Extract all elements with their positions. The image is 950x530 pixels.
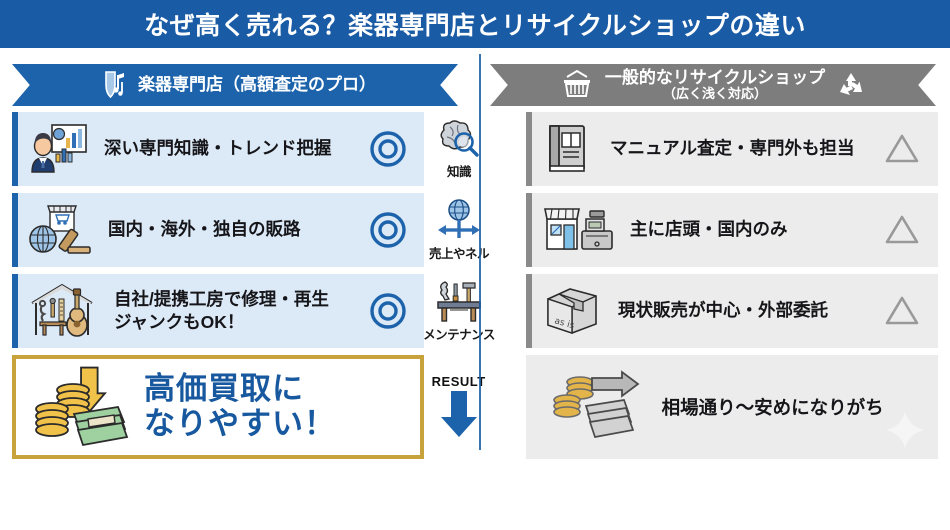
right-feature-card: マニュアル査定・専門外も担当 — [526, 112, 938, 186]
left-feature-text: 国内・海外・独自の販路 — [108, 219, 301, 240]
right-rating-mark — [882, 293, 938, 329]
column-headers: 楽器専門店（高額査定のプロ） 一般的なリサイクルショップ （広く浅く対応） — [12, 58, 938, 112]
center-axis-item: 知識 — [426, 118, 492, 180]
right-header-sub: （広く浅く対応） — [662, 86, 767, 102]
manual-book-icon — [542, 121, 596, 177]
left-rating-mark — [368, 210, 424, 250]
left-header-label: 楽器専門店（高額査定のプロ） — [138, 75, 376, 95]
globe-shop-gavel-icon — [28, 201, 94, 259]
as-is-box-icon: as is — [542, 283, 604, 339]
coins-flat-money-icon — [552, 370, 648, 444]
left-feature-card: 国内・海外・独自の販路 — [12, 193, 424, 267]
title-bar: なぜ高く売れる？楽器専門店とリサイクルショップの違い — [0, 0, 950, 48]
left-rating-mark — [368, 291, 424, 331]
left-feature-card: 深い専門知識・トレンド把握 — [12, 112, 424, 186]
left-column-header: 楽器専門店（高額査定のプロ） — [12, 64, 458, 106]
recycle-icon — [835, 70, 867, 100]
left-feature-card: 自社/提携工房で修理・再生 ジャンクもOK！ — [12, 274, 424, 348]
page-title: なぜ高く売れる？楽器専門店とリサイクルショップの違い — [144, 12, 806, 40]
comparison-board: 楽器専門店（高額査定のプロ） 一般的なリサイクルショップ （広く浅く対応） — [0, 48, 950, 530]
right-feature-text: 現状販売が中心・外部委託 — [618, 300, 828, 321]
left-feature-text: 深い専門知識・トレンド把握 — [104, 138, 332, 159]
result-right-card: 相場通り〜安めになりがち — [525, 355, 938, 459]
result-right-text: 相場通り〜安めになりがち — [661, 397, 884, 418]
sparkle-icon — [884, 409, 926, 451]
result-left-text: 高価買取に なりやすい！ — [144, 371, 336, 441]
center-axis-item: 売上やネル — [426, 198, 492, 262]
workbench-tools-icon — [432, 279, 486, 323]
center-axis-label: 売上やネル — [428, 247, 490, 261]
basket-icon — [559, 69, 595, 101]
down-arrow-icon — [437, 389, 481, 441]
right-rating-mark — [882, 131, 938, 167]
right-header-label: 一般的なリサイクルショップ （広く浅く対応） — [605, 68, 825, 102]
right-column-header: 一般的なリサイクルショップ （広く浅く対応） — [490, 64, 936, 106]
globe-arrows-icon — [433, 198, 485, 242]
brain-magnifier-icon — [434, 118, 484, 160]
comparison-row: 国内・海外・独自の販路 — [12, 193, 938, 267]
right-feature-text: 主に店頭・国内のみ — [630, 219, 788, 240]
right-feature-card: as is 現状販売が中心・外部委託 — [526, 274, 938, 348]
shield-music-icon — [94, 69, 128, 101]
comparison-row: 深い専門知識・トレンド把握 知識 — [12, 112, 938, 186]
left-feature-text: 自社/提携工房で修理・再生 ジャンクもOK！ — [114, 288, 329, 332]
coins-up-money-icon — [26, 364, 134, 450]
result-row: 高価買取に なりやすい！ RESULT — [12, 355, 938, 459]
center-axis-label: メンテナンス — [423, 328, 495, 342]
right-feature-text: マニュアル査定・専門外も担当 — [610, 138, 855, 159]
center-divider-line — [479, 54, 481, 450]
result-left-card: 高価買取に なりやすい！ — [12, 355, 424, 459]
result-label: RESULT — [431, 373, 486, 389]
comparison-row: 自社/提携工房で修理・再生 ジャンクもOK！ — [12, 274, 938, 348]
right-rating-mark — [882, 212, 938, 248]
right-header-main: 一般的なリサイクルショップ — [604, 67, 826, 87]
workshop-guitar-icon — [28, 281, 100, 341]
analyst-chart-icon — [28, 120, 90, 178]
center-axis-label: 知識 — [446, 165, 472, 179]
left-rating-mark — [368, 129, 424, 169]
storefront-register-icon — [542, 203, 616, 257]
center-axis-item: メンテナンス — [423, 279, 495, 343]
right-feature-card: 主に店頭・国内のみ — [526, 193, 938, 267]
result-center: RESULT — [426, 374, 492, 441]
